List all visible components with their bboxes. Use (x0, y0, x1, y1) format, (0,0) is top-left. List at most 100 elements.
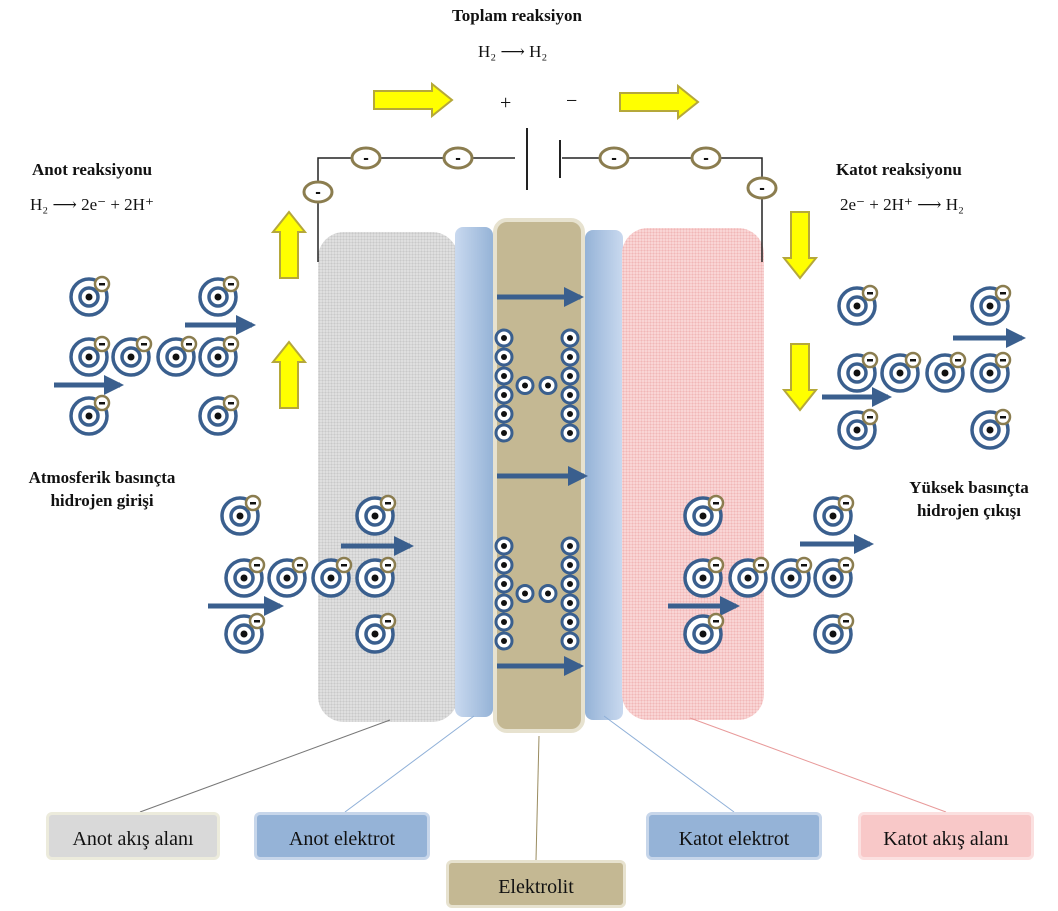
hydrogen-atom-6 (198, 335, 240, 377)
hydrogen-inlet-line2: hidrojen girişi (50, 491, 154, 510)
electron-6: - (746, 176, 778, 200)
anode-electrode (455, 227, 493, 717)
proton-13 (515, 376, 535, 395)
total-reaction-title: Toplam reaksiyon (452, 6, 582, 25)
electrolyte-label: Elektrolit (446, 860, 626, 908)
cathode-electrode-label: Katot elektrot (646, 812, 822, 860)
negative-terminal: − (566, 90, 578, 112)
hydrogen-atom-8 (198, 394, 240, 436)
proton-9 (494, 404, 514, 424)
hydrogen-inlet-label: Atmosferik basınçta hidrojen girişi (4, 466, 200, 512)
cathode-flow-label: Katot akış alanı (858, 812, 1034, 860)
hydrogen-atom-5 (156, 335, 198, 377)
hydrogen-atom-32 (813, 612, 855, 654)
hydrogen-atom-16 (355, 612, 397, 654)
hydrogen-atom-7 (69, 394, 111, 436)
svg-text:-: - (315, 185, 321, 201)
proton-21 (494, 593, 514, 613)
proton-8 (560, 385, 580, 405)
hydrogen-inlet-line1: Atmosferik basınçta (28, 468, 176, 487)
hydrogen-atom-22 (970, 351, 1012, 393)
hydrogen-outlet-label: Yüksek basınçta hidrojen çıkışı (880, 476, 1058, 522)
hydrogen-atom-12 (267, 556, 309, 598)
cathode-reaction-equation: 2e⁻ + 2H⁺ ⟶ H₂ (840, 195, 964, 214)
hydrogen-atom-27 (683, 556, 725, 598)
hydrogen-atom-1 (69, 275, 111, 317)
hydrogen-atom-29 (771, 556, 813, 598)
proton-1 (494, 328, 514, 348)
anode-up-arrow-bottom (270, 340, 308, 409)
electron-1: - (350, 146, 382, 170)
svg-text:-: - (611, 151, 617, 167)
svg-text:-: - (363, 151, 369, 167)
hydrogen-atom-10 (355, 494, 397, 536)
electron-2: - (442, 146, 474, 170)
hydrogen-atom-2 (198, 275, 240, 317)
svg-text:-: - (703, 151, 709, 167)
svg-text:-: - (759, 181, 765, 197)
total-reaction-equation: H₂ ⟶ H₂ (478, 42, 548, 61)
hydrogen-atom-31 (683, 612, 725, 654)
proton-10 (560, 404, 580, 424)
proton-3 (494, 347, 514, 367)
proton-20 (560, 574, 580, 594)
proton-2 (560, 328, 580, 348)
proton-28 (538, 584, 558, 603)
proton-11 (494, 423, 514, 443)
proton-5 (494, 366, 514, 386)
proton-15 (494, 536, 514, 556)
hydrogen-atom-24 (970, 408, 1012, 450)
electron-3: - (302, 180, 334, 204)
proton-4 (560, 347, 580, 367)
proton-7 (494, 385, 514, 405)
hydrogen-atom-20 (880, 351, 922, 393)
battery-symbol (526, 128, 561, 190)
hydrogen-atom-15 (224, 612, 266, 654)
electron-5: - (690, 146, 722, 170)
positive-terminal: + (500, 92, 512, 114)
hydrogen-atom-9 (220, 494, 262, 536)
proton-16 (560, 536, 580, 556)
anode-up-arrow-top (270, 210, 308, 279)
proton-24 (560, 612, 580, 632)
external-circuit (317, 157, 763, 262)
cathode-down-arrow-bottom (781, 343, 819, 412)
proton-18 (560, 555, 580, 575)
hydrogen-atom-23 (837, 408, 879, 450)
anode-electrode-label: Anot elektrot (254, 812, 430, 860)
proton-17 (494, 555, 514, 575)
hydrogen-atom-11 (224, 556, 266, 598)
svg-text:-: - (455, 151, 461, 167)
hydrogen-outlet-line2: hidrojen çıkışı (916, 501, 1022, 520)
proton-6 (560, 366, 580, 386)
proton-23 (494, 612, 514, 632)
anode-reaction-equation: H₂ ⟶ 2e⁻ + 2H⁺ (30, 195, 154, 214)
proton-22 (560, 593, 580, 613)
proton-27 (515, 584, 535, 603)
anode-flow-label: Anot akış alanı (46, 812, 220, 860)
cathode-electrode (585, 230, 623, 720)
leader-lines (139, 715, 947, 861)
hydrogen-atom-28 (728, 556, 770, 598)
hydrogen-atom-13 (311, 556, 353, 598)
anode-flow-field (318, 232, 458, 722)
cathode-down-arrow-top (781, 211, 819, 280)
hydrogen-atom-14 (355, 556, 397, 598)
hydrogen-atom-30 (813, 556, 855, 598)
electron-flow-arrow-left (373, 81, 454, 119)
hydrogen-atom-18 (970, 284, 1012, 326)
hydrogen-atom-21 (925, 351, 967, 393)
proton-12 (560, 423, 580, 443)
hydrogen-atom-4 (111, 335, 153, 377)
hydrogen-atom-3 (69, 335, 111, 377)
cathode-reaction-title: Katot reaksiyonu (836, 160, 962, 179)
hydrogen-atom-17 (837, 284, 879, 326)
electron-flow-arrow-right (619, 83, 700, 121)
proton-26 (560, 631, 580, 651)
proton-19 (494, 574, 514, 594)
hydrogen-atom-19 (837, 351, 879, 393)
hydrogen-atom-25 (683, 494, 725, 536)
proton-14 (538, 376, 558, 395)
hydrogen-outlet-line1: Yüksek basınçta (909, 478, 1029, 497)
